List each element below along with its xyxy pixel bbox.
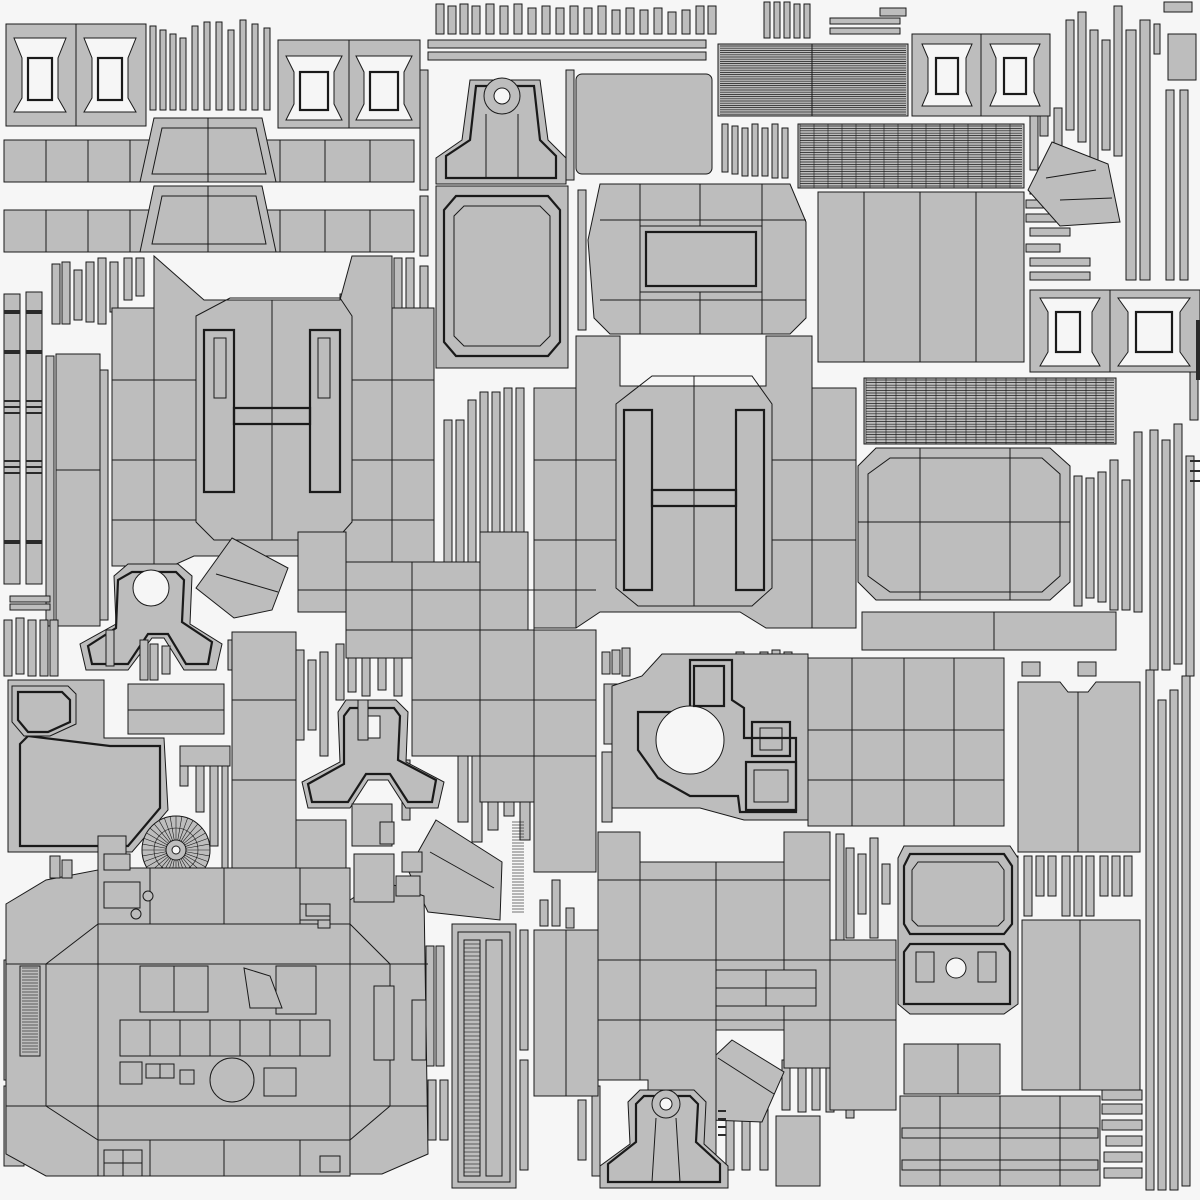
- uv-island-small-sliver-stacks: [3, 353, 423, 929]
- uv-island-trapezoid-panel: [587, 183, 807, 335]
- uv-island-radial-vent-left: [141, 815, 211, 885]
- uv-island-long-strips-top-left: [3, 117, 415, 253]
- uv-island-tall-column-strip: [451, 821, 524, 1189]
- uv-island-rounded-panel-right: [857, 447, 1117, 651]
- uv-island-window-frames-top-left: [5, 23, 421, 129]
- uv-island-mount-bracket-top: [435, 77, 567, 185]
- uv-island-curved-wedges: [195, 537, 785, 1123]
- uv-island-mount-bracket-center: [301, 699, 445, 809]
- uv-island-machine-housing-center: [611, 653, 809, 821]
- uv-island-plate-top-right: [817, 191, 1025, 363]
- uv-island-cross-panel-bottom: [533, 831, 897, 1177]
- uv-island-sliver-strips: [3, 1, 1199, 1191]
- uv-island-window-frames-top-right: [911, 33, 1200, 373]
- uv-island-h-panel-center: [533, 335, 857, 629]
- uv-island-plate-bottom-right: [899, 919, 1141, 1187]
- uv-accent-bands: [4, 310, 1200, 1136]
- uv-island-plate-center-right: [807, 657, 1141, 853]
- uv-island-notched-plate-left: [7, 679, 231, 853]
- uv-island-control-unit-right: [897, 845, 1019, 1015]
- uv-island-curved-wedge-top-right: [1027, 141, 1121, 227]
- uv-island-h-panel-left: [111, 254, 435, 567]
- uv-island-rounded-panel-top: [435, 73, 713, 369]
- uv-island-mount-bracket-bottom: [599, 1089, 821, 1189]
